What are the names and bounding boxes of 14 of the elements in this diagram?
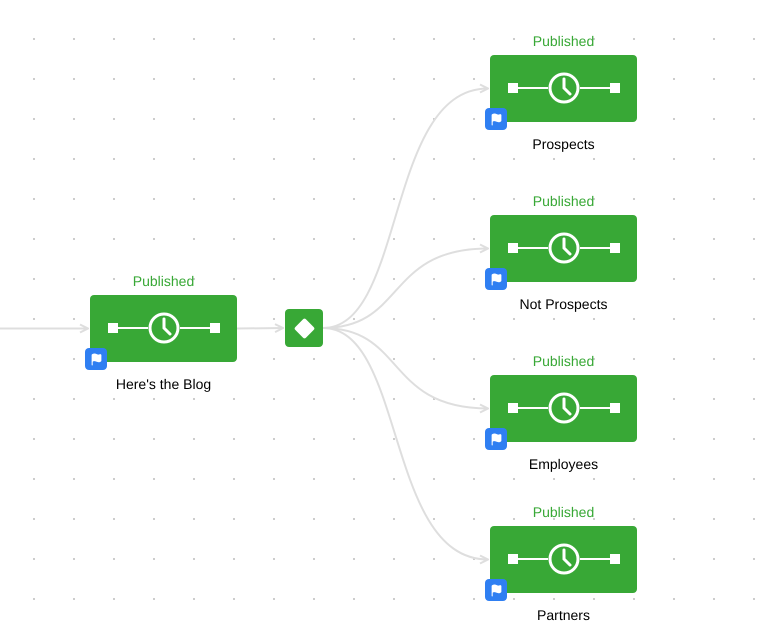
- arrow: [236, 323, 284, 334]
- status-label: Published: [132, 272, 196, 291]
- status-label: Published: [532, 352, 596, 371]
- arrow: [322, 327, 489, 563]
- status-label: Published: [532, 503, 596, 522]
- sequence-name: Employees: [528, 455, 600, 474]
- status-label: Published: [532, 192, 596, 211]
- status-label: Published: [532, 32, 596, 51]
- arrow: [0, 324, 89, 334]
- sequence-name: Not Prospects: [518, 295, 608, 314]
- sequence-name: Partners: [536, 606, 591, 625]
- sequence-name: Here's the Blog: [114, 375, 212, 394]
- decision-box: [285, 309, 323, 347]
- sequence-name: Prospects: [531, 135, 596, 154]
